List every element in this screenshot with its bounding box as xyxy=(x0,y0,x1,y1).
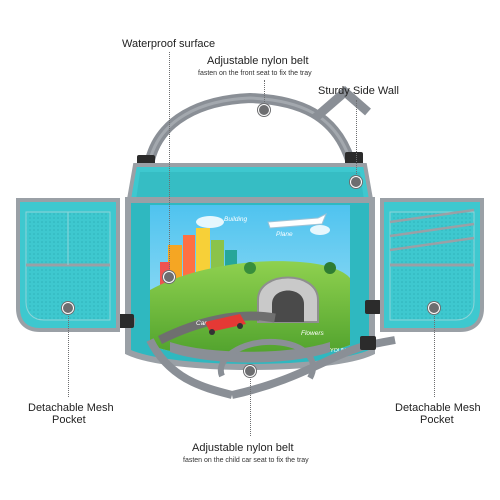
waterproof-leader xyxy=(169,52,170,277)
front-belt-label: Adjustable nylon belt xyxy=(207,55,309,67)
front-belt-sublabel: fasten on the front seat to fix the tray xyxy=(198,70,312,77)
print-car: Car xyxy=(196,320,207,327)
tray-print-text: Building Plane Car Flowers YOUN xyxy=(196,216,346,354)
left-mesh-pocket xyxy=(16,198,120,332)
left-pocket-pin xyxy=(62,302,74,314)
child-belt-leader xyxy=(250,370,251,436)
right-pocket-pin xyxy=(428,302,440,314)
print-plane: Plane xyxy=(276,231,293,238)
print-brand: YOUN xyxy=(330,348,346,354)
left-pocket-label-1: Detachable Mesh xyxy=(28,402,114,414)
print-building: Building xyxy=(224,216,248,223)
child-belt-pin xyxy=(244,365,256,377)
child-belt-sublabel: fasten on the child car seat to fix the … xyxy=(183,457,309,464)
play-surface xyxy=(150,205,350,363)
side-wall-pin xyxy=(350,176,362,188)
waterproof-pin xyxy=(163,271,175,283)
right-pocket-label-1: Detachable Mesh xyxy=(395,402,481,414)
print-flowers: Flowers xyxy=(301,330,325,337)
right-pocket-label-2: Pocket xyxy=(420,414,454,426)
right-pocket-leader xyxy=(434,314,435,397)
child-belt-label: Adjustable nylon belt xyxy=(192,442,294,454)
waterproof-label: Waterproof surface xyxy=(122,38,216,50)
front-seat-strap xyxy=(137,86,371,169)
side-wall-leader xyxy=(356,100,357,180)
side-wall-label: Sturdy Side Wall xyxy=(318,85,399,97)
front-belt-pin xyxy=(258,104,270,116)
right-mesh-pocket xyxy=(380,198,484,332)
front-belt-leader xyxy=(264,80,265,110)
left-pocket-label-2: Pocket xyxy=(52,414,86,426)
left-pocket-leader xyxy=(68,314,69,397)
